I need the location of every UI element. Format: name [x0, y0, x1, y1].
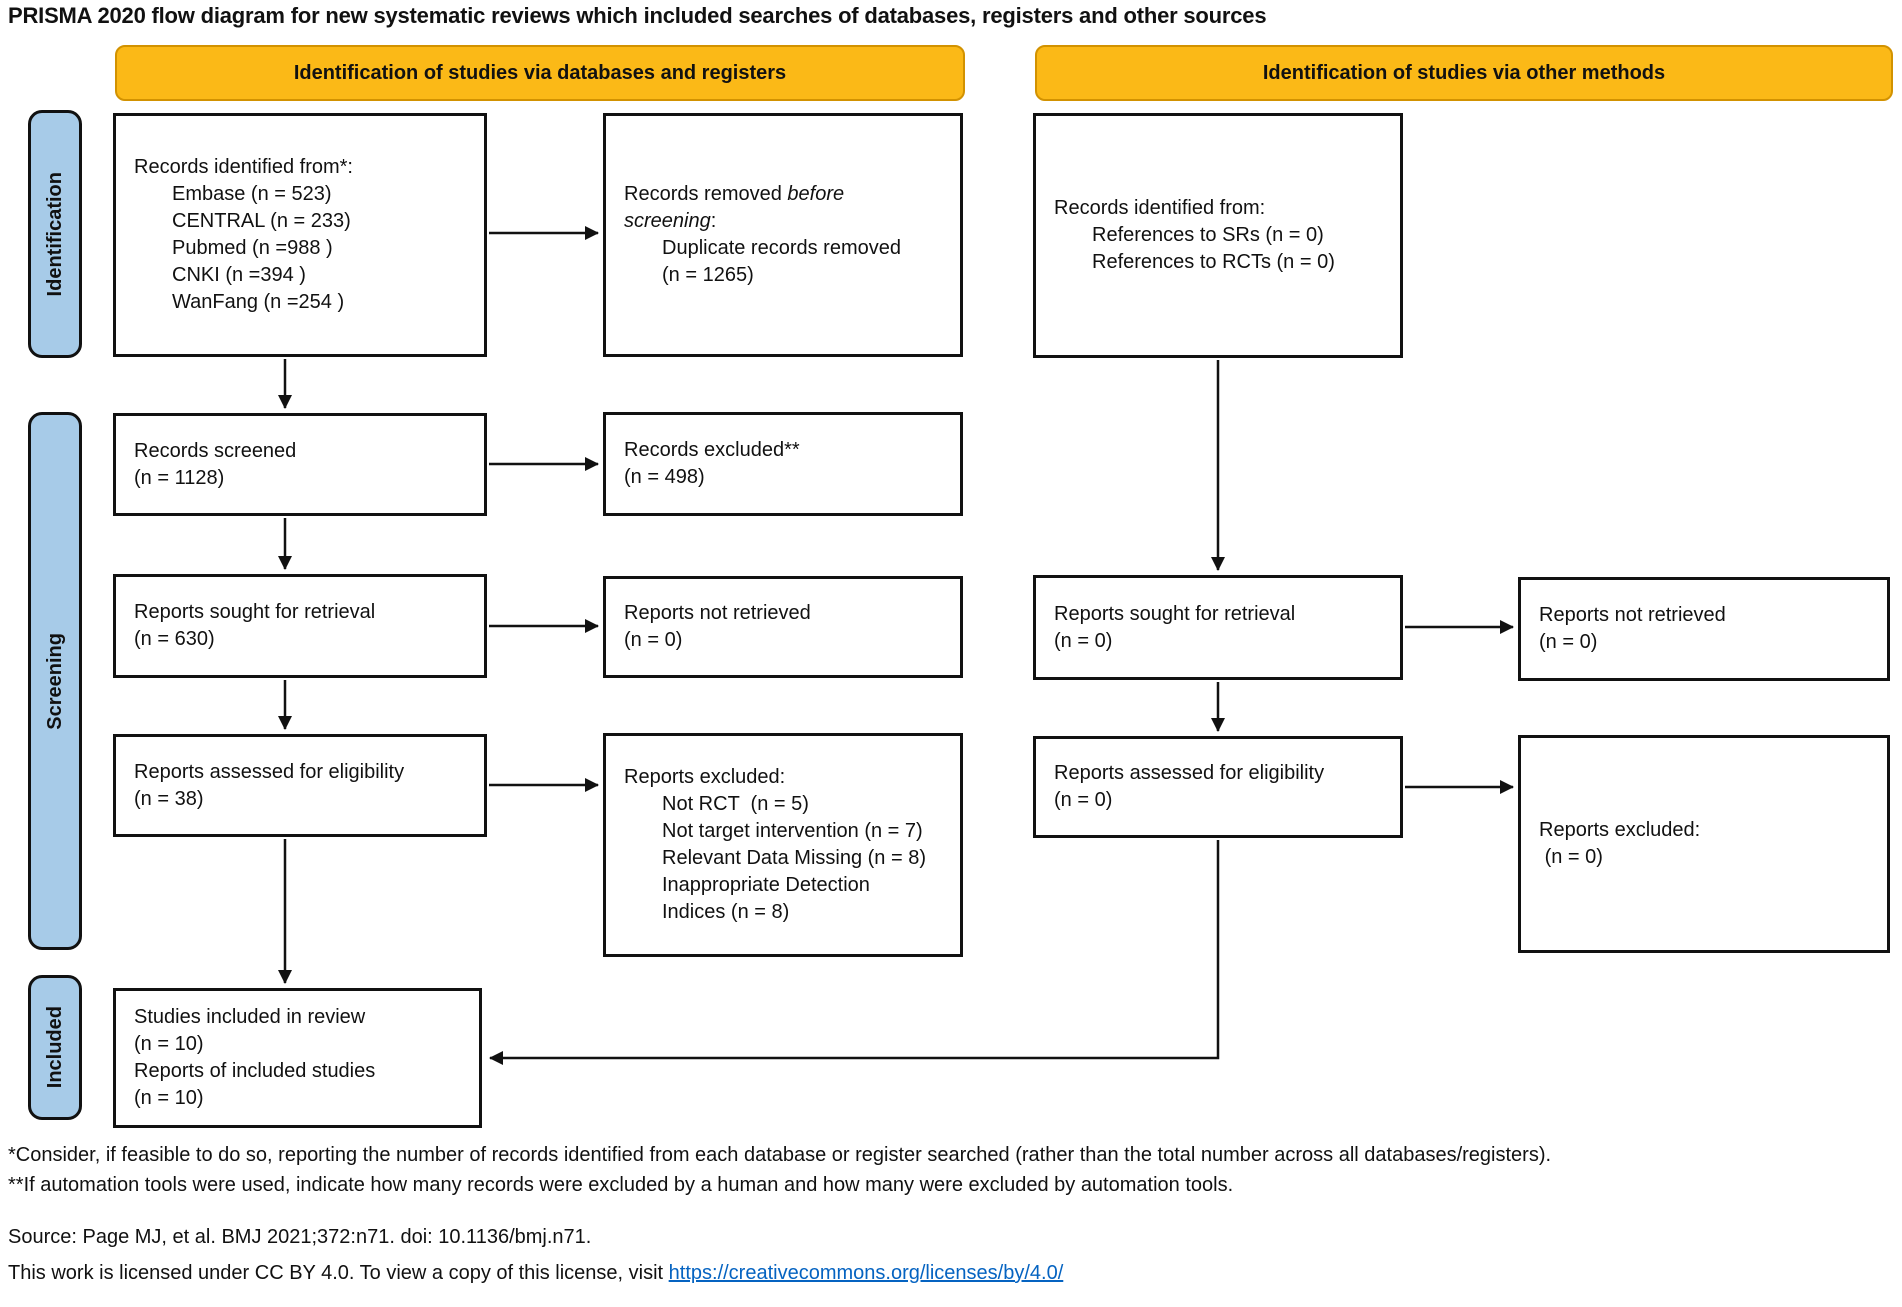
- box-records-identified-databases: Records identified from*: Embase (n = 52…: [113, 113, 487, 357]
- page-title: PRISMA 2020 flow diagram for new systema…: [8, 3, 1267, 28]
- box-reports-not-retrieved-other: Reports not retrieved (n = 0): [1518, 577, 1890, 681]
- column-header-other-methods: Identification of studies via other meth…: [1035, 45, 1893, 101]
- box-line: WanFang (n =254 ): [172, 291, 345, 313]
- box-reports-sought-databases: Reports sought for retrieval (n = 630): [113, 574, 487, 678]
- box-line: Pubmed (n =988 ): [172, 237, 333, 259]
- box-line: (n = 1265): [662, 264, 754, 286]
- box-line: Reports assessed for eligibility: [1054, 762, 1325, 784]
- box-line: (n = 38): [134, 787, 204, 810]
- box-reports-assessed-databases: Reports assessed for eligibility (n = 38…: [113, 734, 487, 837]
- box-line: Indices (n = 8): [662, 901, 790, 923]
- stage-identification-label: Identification: [43, 171, 66, 297]
- box-line: Reports excluded:: [1539, 819, 1701, 841]
- box-line: Reports not retrieved: [1539, 604, 1726, 626]
- box-records-removed-before-screening: Records removed before screening: Duplic…: [603, 113, 963, 357]
- box-line: (n = 0): [1054, 789, 1113, 811]
- box-line: (n = 630): [134, 628, 215, 650]
- source-citation: Source: Page MJ, et al. BMJ 2021;372:n71…: [8, 1226, 592, 1248]
- box-line: (n = 10): [134, 1033, 204, 1055]
- box-reports-sought-other: Reports sought for retrieval (n = 0): [1033, 575, 1403, 680]
- box-reports-excluded-databases: Reports excluded: Not RCT (n = 5) Not ta…: [603, 733, 963, 957]
- license-line: This work is licensed under CC BY 4.0. T…: [8, 1262, 1063, 1285]
- footnote-double-asterisk: **If automation tools were used, indicat…: [8, 1174, 1234, 1196]
- box-line: Relevant Data Missing (n = 8): [662, 847, 927, 869]
- box-line: Reports excluded:: [624, 766, 786, 788]
- box-records-excluded: Records excluded** (n = 498): [603, 412, 963, 516]
- box-line: CNKI (n =394 ): [172, 264, 306, 286]
- box-line: Reports assessed for eligibility: [134, 760, 405, 783]
- box-line: Reports of included studies: [134, 1060, 376, 1082]
- box-line: (n = 0): [1539, 846, 1603, 868]
- stage-included: Included: [28, 975, 82, 1120]
- box-line: References to SRs (n = 0): [1092, 224, 1324, 246]
- records-removed-prefix: Records removed: [624, 183, 788, 205]
- box-line: Records excluded**: [624, 439, 800, 461]
- box-records-identified-other: Records identified from: References to S…: [1033, 113, 1403, 358]
- box-line: Records removed before screening:: [624, 181, 882, 235]
- column-header-databases-registers: Identification of studies via databases …: [115, 45, 965, 101]
- stage-screening-label: Screening: [43, 632, 66, 730]
- box-line: (n = 0): [624, 629, 683, 651]
- box-line: Reports sought for retrieval: [134, 601, 376, 623]
- box-line: (n = 498): [624, 466, 705, 488]
- box-line: Records identified from:: [1054, 197, 1266, 219]
- box-reports-excluded-other: Reports excluded: (n = 0): [1518, 735, 1890, 953]
- box-records-screened: Records screened (n = 1128): [113, 413, 487, 516]
- box-line: (n = 0): [1054, 629, 1113, 652]
- box-line: (n = 10): [134, 1087, 204, 1109]
- box-line: Not RCT (n = 5): [662, 793, 809, 815]
- box-line: Duplicate records removed: [662, 237, 901, 259]
- footnote-asterisk: *Consider, if feasible to do so, reporti…: [8, 1144, 1552, 1166]
- box-reports-assessed-other: Reports assessed for eligibility (n = 0): [1033, 736, 1403, 838]
- box-line: (n = 1128): [134, 466, 225, 489]
- box-line: Reports not retrieved: [624, 602, 811, 624]
- license-text: This work is licensed under CC BY 4.0. T…: [8, 1262, 669, 1284]
- records-removed-italic: before screening: [624, 183, 850, 232]
- box-line: Studies included in review: [134, 1006, 366, 1028]
- stage-screening: Screening: [28, 412, 82, 950]
- box-line: Not target intervention (n = 7): [662, 820, 923, 842]
- box-reports-not-retrieved-databases: Reports not retrieved (n = 0): [603, 576, 963, 678]
- box-line: (n = 0): [1539, 631, 1598, 653]
- box-line: Reports sought for retrieval: [1054, 602, 1296, 625]
- stage-identification: Identification: [28, 110, 82, 358]
- license-link[interactable]: https://creativecommons.org/licenses/by/…: [668, 1262, 1064, 1284]
- box-studies-included: Studies included in review (n = 10) Repo…: [113, 988, 482, 1128]
- box-line: Records identified from*:: [134, 156, 353, 178]
- stage-included-label: Included: [43, 1006, 66, 1089]
- box-line: Inappropriate Detection: [662, 874, 870, 896]
- box-line: Records screened: [134, 439, 297, 462]
- records-removed-suffix: :: [710, 210, 717, 232]
- box-line: CENTRAL (n = 233): [172, 210, 351, 232]
- box-line: References to RCTs (n = 0): [1092, 251, 1335, 273]
- box-line: Embase (n = 523): [172, 183, 332, 205]
